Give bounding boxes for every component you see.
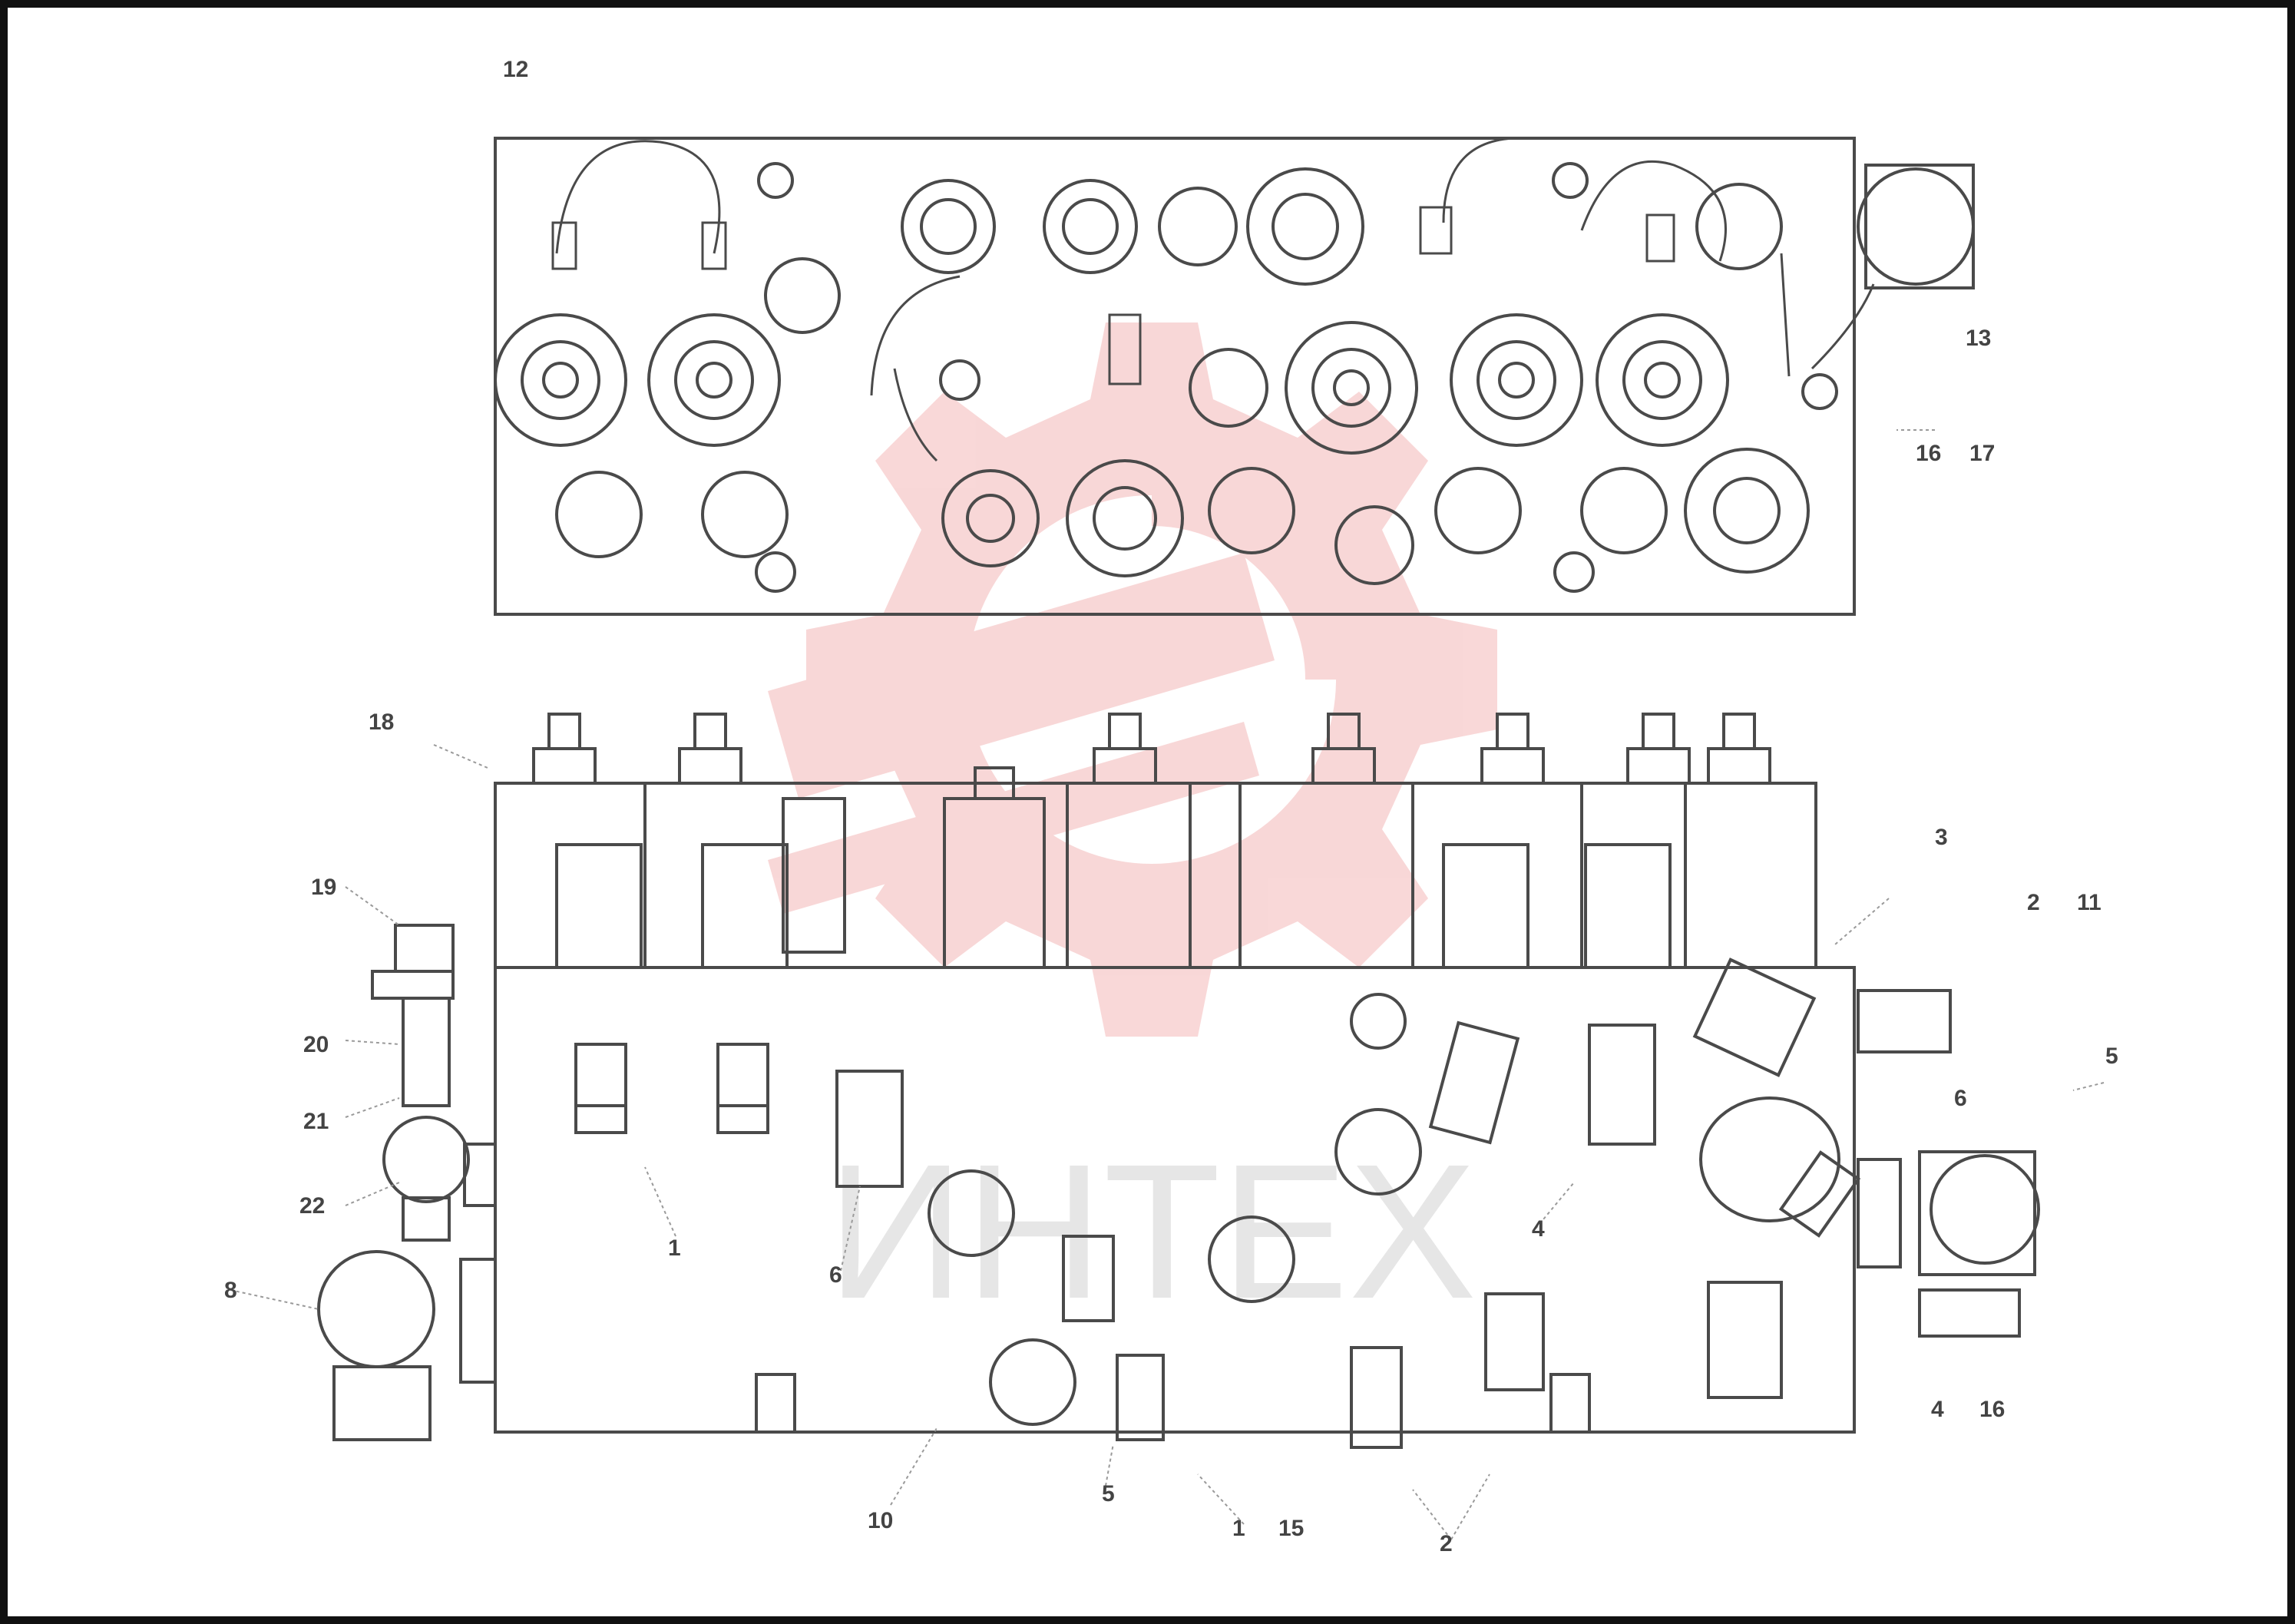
label-8: 8 — [224, 1278, 237, 1303]
label-10: 10 — [868, 1508, 893, 1533]
label-21: 21 — [303, 1109, 329, 1134]
label-4-right: 4 — [1931, 1397, 1944, 1422]
label-12: 12 — [503, 57, 528, 82]
side-components — [317, 924, 2040, 1441]
label-17: 17 — [1969, 441, 1995, 466]
label-5-bottom: 5 — [1102, 1481, 1115, 1507]
label-18: 18 — [369, 709, 394, 735]
label-22: 22 — [299, 1193, 325, 1219]
label-5-right: 5 — [2105, 1044, 2118, 1069]
label-1-bottom: 1 — [1232, 1516, 1245, 1541]
label-1-left: 1 — [668, 1235, 681, 1261]
main-block-components — [574, 958, 1861, 1449]
label-2-bottom: 2 — [1440, 1531, 1453, 1556]
top-view-hoses — [551, 137, 1875, 462]
label-20: 20 — [303, 1032, 329, 1057]
label-16-right: 16 — [1979, 1397, 2005, 1422]
label-6-left: 6 — [829, 1262, 842, 1288]
label-19: 19 — [311, 875, 336, 900]
label-15: 15 — [1278, 1516, 1304, 1541]
label-11: 11 — [2077, 890, 2102, 915]
watermark-logo — [768, 322, 1497, 1037]
leader-lines — [230, 429, 2105, 1540]
label-6-right: 6 — [1954, 1086, 1967, 1111]
label-13: 13 — [1966, 326, 1991, 351]
label-4-mid: 4 — [1532, 1216, 1545, 1242]
label-3: 3 — [1935, 825, 1948, 850]
top-view-components — [494, 162, 1975, 593]
label-16: 16 — [1916, 441, 1941, 466]
label-2-right: 2 — [2027, 890, 2040, 915]
watermark-text: ИНТЕХ — [827, 1124, 1477, 1338]
part-labels: 12 13 16 17 18 19 20 21 22 8 1 6 10 5 1 … — [224, 57, 2118, 1556]
